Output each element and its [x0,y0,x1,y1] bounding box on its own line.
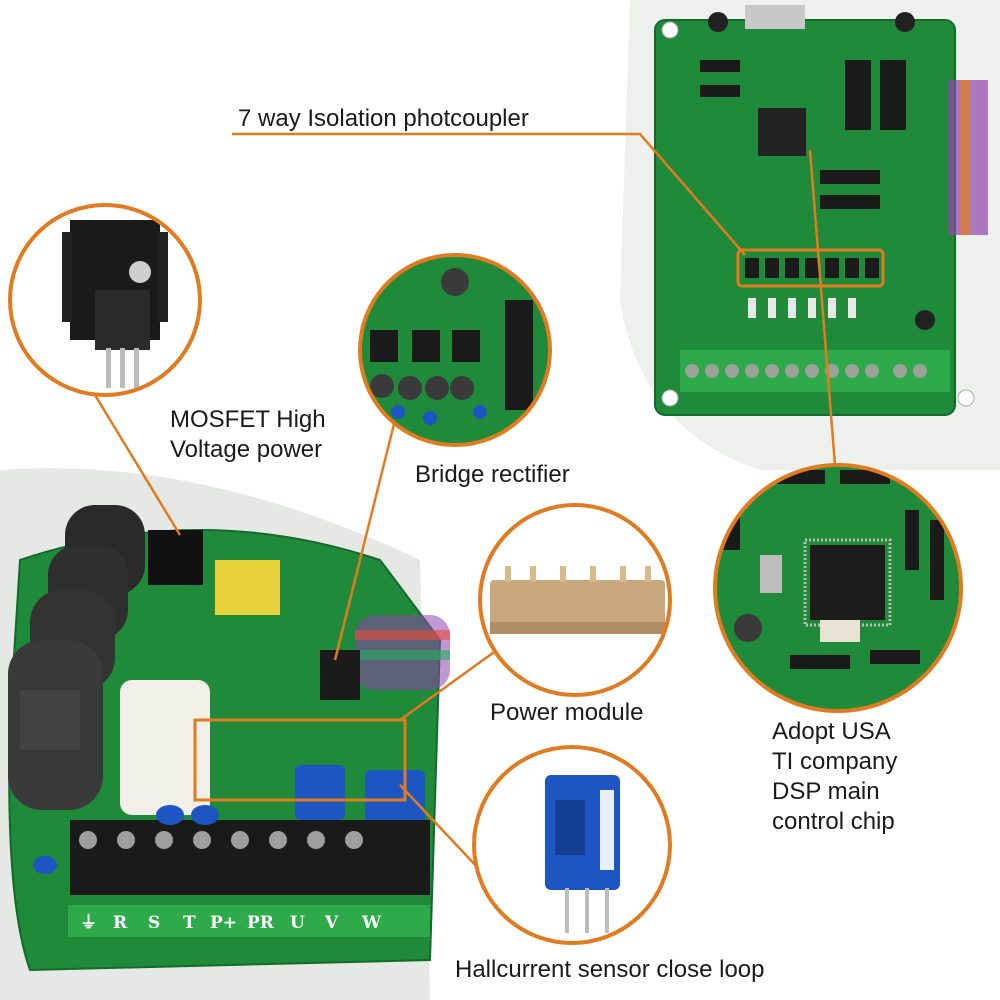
hall-sensor-caption: Hallcurrent sensor close loop [455,956,765,983]
terminal-label: V [324,913,339,933]
microcontroller-chip [758,108,806,156]
dsp-caption: Adopt USA TI company DSP main control ch… [772,718,898,835]
film-capacitor [120,680,210,815]
mosfet-caption: MOSFET High Voltage power [170,406,326,463]
leader-lines [93,132,837,871]
photocoupler-row [745,258,879,278]
dsp-chip [810,545,885,620]
electrolytic-capacitors [8,505,145,810]
power-module-detail [478,503,672,697]
transformer [215,560,280,615]
bridge-rectifier-caption: Bridge rectifier [415,461,570,488]
photocoupler-caption: 7 way Isolation photcoupler [238,105,529,132]
terminal-label-strip [68,905,430,937]
power-module-highlight [193,718,407,802]
terminal-label: P+ [210,913,237,933]
power-module-leader [399,648,498,722]
control-board-photo [620,0,1000,470]
bridge-rectifier-detail [358,253,552,447]
terminal-label: PR [247,913,275,933]
terminal-label: W [361,913,382,933]
heatsink-small [148,530,203,585]
dsp-leader [808,149,837,466]
hall-sensor-leader [399,784,481,871]
bridge-leader [333,419,397,661]
ground-symbol: ⏚ [80,913,97,933]
dsp-chip-detail [713,463,963,713]
terminal-label: U [290,913,305,933]
hall-sensor-detail [472,745,672,945]
mosfet-leader [93,394,182,536]
photocoupler-leader [232,132,746,256]
photocoupler-highlight [736,248,885,288]
drive-board-photo: ⏚ R S T P+ PR U V W [0,468,450,1000]
terminal-label: R [113,913,128,933]
hall-sensor-board [295,765,345,820]
power-module-caption: Power module [490,699,644,726]
terminal-label: S [148,913,160,933]
terminal-label: T [183,913,196,933]
mosfet-detail [8,203,202,397]
